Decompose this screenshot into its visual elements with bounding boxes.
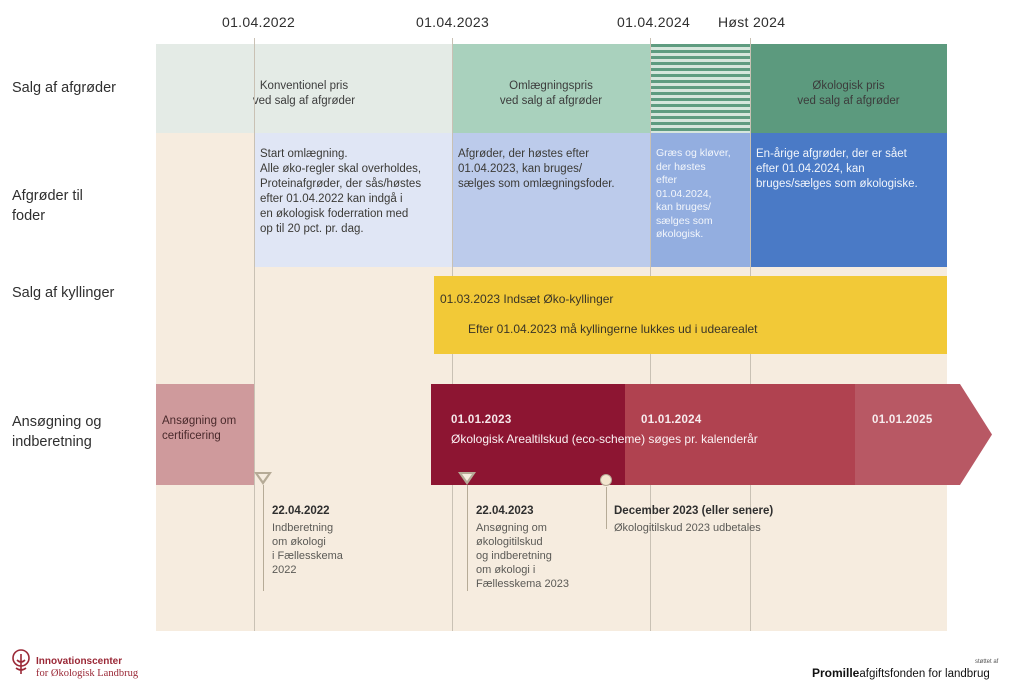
chickens-line-2: Efter 01.04.2023 må kyllingerne lukkes u… <box>468 322 758 336</box>
arrow-date-2024: 01.01.2024 <box>641 414 702 426</box>
price-block-conversion: Omlægningspris ved salg af afgrøder <box>452 44 650 133</box>
footer-right-small: støttet af <box>975 659 999 665</box>
footer-brand-rest: afgiftsfonden for landbrug <box>859 668 990 680</box>
chickens-block: 01.03.2023 Indsæt Øko-kyllinger Efter 01… <box>434 276 947 354</box>
marker-dot-dec-2023 <box>600 474 612 486</box>
marker-stem-2022 <box>263 485 264 591</box>
arrow-segment-2024 <box>625 384 855 485</box>
innovationscenter-logo-icon <box>12 649 30 674</box>
footer-left-line-1: Innovationscenter <box>36 656 123 667</box>
footer-right-brand: Promilleafgiftsfonden for landbrug <box>812 666 990 680</box>
chickens-line-1: 01.03.2023 Indsæt Øko-kyllinger <box>440 292 614 306</box>
date-2022-04: 01.04.2022 <box>222 14 296 30</box>
certification-label: Ansøgning om certificering <box>162 415 237 442</box>
event-date-dec-2023: December 2023 (eller senere) <box>614 505 774 517</box>
date-2024-04: 01.04.2024 <box>617 14 691 30</box>
event-text-dec-2023: Økologitilskud 2023 udbetales <box>614 522 761 534</box>
event-date-2023: 22.04.2023 <box>476 505 534 517</box>
date-2023-04: 01.04.2023 <box>416 14 490 30</box>
feed-block-conversion: Afgrøder, der høstes efter 01.04.2023, k… <box>452 133 650 267</box>
arrow-segment-2025 <box>855 384 992 485</box>
arrow-date-2025: 01.01.2025 <box>872 414 933 426</box>
feed-block-start: Start omlægning. Alle øko-regler skal ov… <box>254 133 452 267</box>
marker-stem-dec-2023 <box>606 487 607 529</box>
arrow-text: Økologisk Arealtilskud (eco-scheme) søge… <box>451 432 758 446</box>
event-text-2023: Ansøgning om økologitilskud og indberetn… <box>476 522 569 590</box>
arrow-segment-2023 <box>431 384 625 485</box>
certification-block: Ansøgning om certificering <box>156 384 254 485</box>
row-label-sale-crops: Salg af afgrøder <box>12 80 116 96</box>
row-label-feed-crops: Afgrøder til foder <box>12 188 83 224</box>
price-block-stripes <box>650 44 750 133</box>
price-block-organic: Økologisk pris ved salg af afgrøder <box>750 44 947 133</box>
row-label-application: Ansøgning og indberetning <box>12 414 102 450</box>
date-host-2024: Høst 2024 <box>718 14 786 30</box>
event-text-2022: Indberetning om økologi i Fællesskema 20… <box>272 522 343 576</box>
feed-block-annual: En-årige afgrøder, der er sået efter 01.… <box>750 133 947 267</box>
footer-left-line-2: for Økologisk Landbrug <box>36 668 139 679</box>
line-2022 <box>254 38 255 631</box>
marker-triangle-2022 <box>254 472 272 485</box>
row-label-sale-chickens: Salg af kyllinger <box>12 285 115 301</box>
marker-triangle-2023 <box>458 472 476 485</box>
footer-brand-bold: Promille <box>812 666 860 680</box>
price-block-conventional: Konventionel pris ved salg af afgrøder <box>156 44 452 133</box>
event-date-2022: 22.04.2022 <box>272 505 330 517</box>
arrow-date-2023: 01.01.2023 <box>451 414 512 426</box>
marker-stem-2023 <box>467 485 468 591</box>
feed-block-grass: Græs og kløver, der høstes efter 01.04.2… <box>650 133 750 267</box>
